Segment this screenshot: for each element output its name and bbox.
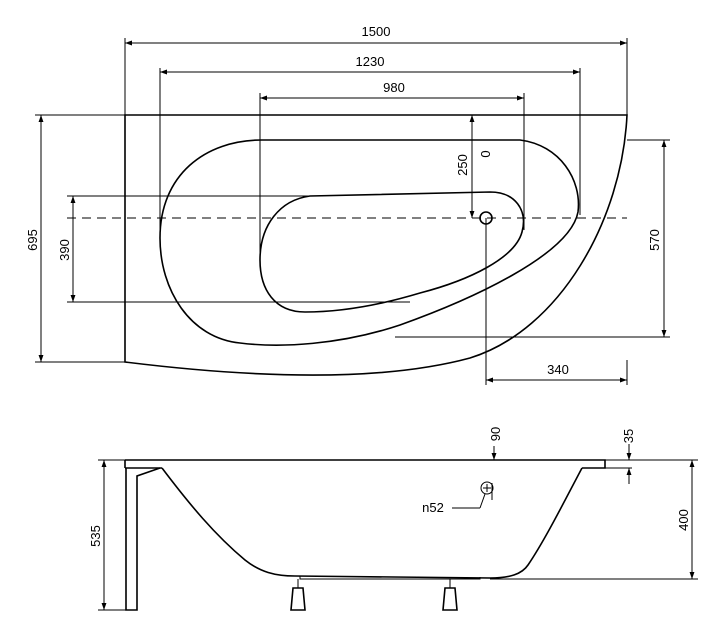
- tub-rim: [125, 459, 606, 469]
- label-90: 90: [488, 427, 503, 441]
- label-0: 0: [478, 150, 493, 157]
- side-panel: [125, 467, 161, 611]
- tub-body-profile: [161, 467, 583, 579]
- label-570: 570: [647, 229, 662, 251]
- top-view: 1500 1230 980 695 390 250 0 570 340: [25, 24, 670, 385]
- label-695: 695: [25, 229, 40, 251]
- label-1500: 1500: [362, 24, 391, 39]
- left-foot-icon: [290, 579, 306, 611]
- label-980: 980: [383, 80, 405, 95]
- right-foot-icon: [442, 579, 458, 611]
- label-535: 535: [88, 525, 103, 547]
- tub-outer-outline: [124, 114, 628, 376]
- label-1230: 1230: [356, 54, 385, 69]
- tub-bottom-outline: [259, 191, 525, 313]
- label-340: 340: [547, 362, 569, 377]
- side-view: 535 400 90 35 n52: [88, 427, 698, 611]
- label-35: 35: [621, 429, 636, 443]
- label-n52: n52: [422, 500, 444, 515]
- label-400: 400: [676, 509, 691, 531]
- overflow-icon: [480, 481, 494, 500]
- label-390: 390: [57, 239, 72, 261]
- tub-inner-bowl: [159, 139, 580, 346]
- label-250: 250: [455, 154, 470, 176]
